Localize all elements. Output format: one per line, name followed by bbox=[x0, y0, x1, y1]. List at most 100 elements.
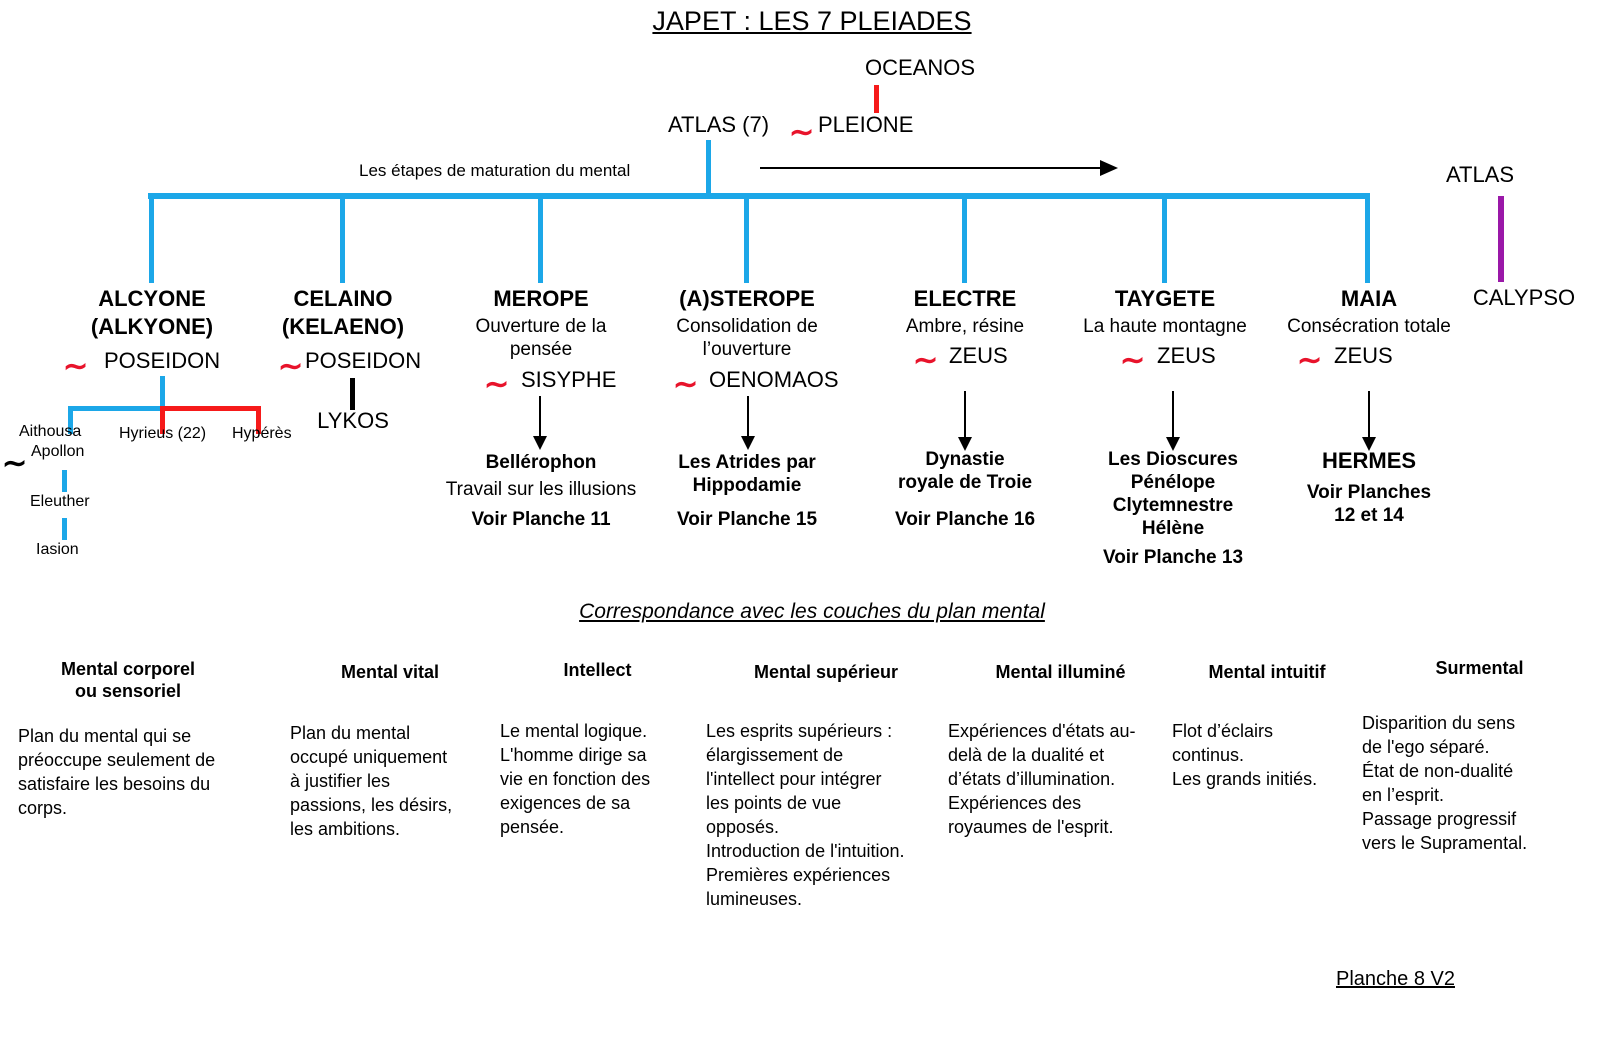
column-body: Flot d’éclairs continus. Les grands init… bbox=[1172, 721, 1318, 789]
node-atrides-line1: Les Atrides par bbox=[678, 452, 816, 473]
column-body: Plan du mental occupé uniquement à justi… bbox=[290, 723, 453, 839]
node-maia-desc: Consécration totale bbox=[1287, 316, 1451, 337]
union-tilde-icon-celaino: ∼ bbox=[278, 350, 304, 383]
node-electre-desc: Ambre, résine bbox=[905, 316, 1025, 337]
arrow-electre-offspring-icon bbox=[958, 391, 972, 451]
union-tilde-icon-asterope: ∼ bbox=[673, 368, 699, 401]
node-taygete-consort: ZEUS bbox=[1157, 343, 1216, 368]
union-tilde-icon-merope: ∼ bbox=[484, 368, 510, 401]
column-mental-corporel: Mental corporel ou sensoriel Plan du men… bbox=[18, 658, 238, 820]
node-merope-name: MEROPE bbox=[493, 286, 589, 311]
node-eleuther: Eleuther bbox=[30, 493, 90, 510]
union-tilde-icon-alcyone: ∼ bbox=[63, 350, 89, 383]
column-title: Mental supérieur bbox=[753, 662, 899, 682]
column-body: Les esprits supérieurs : élargissement d… bbox=[706, 721, 905, 909]
node-helene: Hélène bbox=[1141, 518, 1205, 539]
connector-alcyone-children bbox=[160, 376, 165, 408]
node-asterope-desc: Consolidation de l’ouverture bbox=[676, 316, 818, 360]
footer-planche-label: Planche 8 V2 bbox=[1336, 968, 1455, 990]
arrow-maia-offspring-icon bbox=[1362, 391, 1376, 451]
node-lykos: LYKOS bbox=[317, 408, 389, 433]
node-celaino-consort: POSEIDON bbox=[305, 348, 422, 373]
maturation-label: Les étapes de maturation du mental bbox=[359, 161, 631, 180]
node-maia-offspring-note: Voir Planches 12 et 14 bbox=[1306, 482, 1432, 526]
node-alcyone-altname: (ALKYONE) bbox=[90, 314, 214, 339]
arrow-taygete-offspring-icon bbox=[1166, 391, 1180, 451]
column-body: Disparition du sens de l'ego séparé. Éta… bbox=[1362, 713, 1528, 853]
node-maia-name: MAIA bbox=[1340, 286, 1398, 311]
node-asterope-consort: OENOMAOS bbox=[709, 367, 839, 392]
connector-atlas-to-bus bbox=[706, 140, 711, 196]
arrow-merope-offspring-icon bbox=[533, 396, 547, 450]
node-apollon: Apollon bbox=[31, 443, 85, 460]
column-title: Mental corporel ou sensoriel bbox=[60, 659, 196, 701]
column-intellect: Intellect Le mental logique. L'homme dir… bbox=[500, 659, 695, 839]
column-title: Mental intuitif bbox=[1208, 662, 1326, 682]
connector-atlas-calypso bbox=[1498, 196, 1504, 282]
drop-aithousa bbox=[68, 406, 73, 434]
drop-merope bbox=[538, 193, 543, 283]
column-surmental: Surmental Disparition du sens de l'ego s… bbox=[1362, 657, 1597, 855]
node-atlas-right: ATLAS bbox=[1445, 162, 1515, 187]
node-merope-consort: SISYPHE bbox=[521, 367, 617, 392]
sibling-bus-bar bbox=[148, 193, 1370, 199]
drop-celaino bbox=[340, 193, 345, 283]
node-taygete-name: TAYGETE bbox=[1114, 286, 1216, 311]
column-mental-illumine: Mental illuminé Expériences d'états au- … bbox=[948, 661, 1173, 839]
drop-alcyone bbox=[149, 193, 154, 283]
union-tilde-icon: ∼ bbox=[789, 116, 815, 149]
node-pleione: PLEIONE bbox=[818, 112, 914, 137]
node-electre-consort: ZEUS bbox=[949, 343, 1008, 368]
node-taygete-planche: Voir Planche 13 bbox=[1102, 547, 1244, 568]
node-alcyone-consort: POSEIDON bbox=[104, 348, 221, 373]
column-title: Mental vital bbox=[340, 662, 440, 682]
column-title: Mental illuminé bbox=[995, 662, 1126, 682]
node-merope-desc: Ouverture de la pensée bbox=[475, 316, 607, 360]
node-aithousa: Aithousa bbox=[19, 423, 82, 440]
node-asterope-planche: Voir Planche 15 bbox=[676, 509, 818, 530]
node-celaino-name: CELAINO bbox=[293, 286, 393, 311]
node-dioscures: Les Dioscures bbox=[1108, 449, 1238, 470]
node-hyrieus: Hyrieus (22) bbox=[119, 425, 207, 442]
column-body: Le mental logique. L'homme dirige sa vie… bbox=[500, 721, 651, 837]
union-tilde-icon-electre: ∼ bbox=[913, 344, 939, 377]
node-troie-line1: Dynastie bbox=[925, 449, 1005, 470]
column-title: Surmental bbox=[1435, 658, 1524, 678]
column-body: Expériences d'états au- delà de la duali… bbox=[948, 721, 1136, 837]
connector-celaino-lykos bbox=[350, 378, 355, 410]
node-calypso: CALYPSO bbox=[1472, 285, 1576, 310]
union-tilde-icon-maia: ∼ bbox=[1297, 344, 1323, 377]
node-bellerophon: Bellérophon bbox=[485, 452, 597, 473]
column-body: Plan du mental qui se préoccupe seulemen… bbox=[18, 726, 216, 818]
node-atlas-top: ATLAS (7) bbox=[668, 112, 770, 137]
node-celaino-altname: (KELAENO) bbox=[281, 314, 405, 339]
node-merope-offspring-note: Travail sur les illusions bbox=[445, 479, 637, 500]
drop-electre bbox=[962, 193, 967, 283]
connector-to-hyperes bbox=[162, 406, 261, 411]
column-title: Intellect bbox=[563, 660, 632, 680]
union-tilde-icon-apollon: ∼ bbox=[2, 447, 28, 480]
node-clytemnestre: Clytemnestre bbox=[1112, 495, 1234, 516]
column-mental-intuitif: Mental intuitif Flot d’éclairs continus.… bbox=[1172, 661, 1362, 791]
node-asterope-name: (A)STEROPE bbox=[679, 286, 815, 311]
node-oceanos: OCEANOS bbox=[864, 55, 976, 80]
drop-taygete bbox=[1162, 193, 1167, 283]
drop-hyperes-leg bbox=[256, 406, 261, 434]
drop-asterope bbox=[744, 193, 749, 283]
union-tilde-icon-taygete: ∼ bbox=[1120, 344, 1146, 377]
node-hermes: HERMES bbox=[1321, 448, 1417, 473]
connector-oceanos-pleione bbox=[874, 85, 879, 113]
drop-maia bbox=[1365, 193, 1370, 283]
connector-to-aithousa bbox=[68, 406, 163, 411]
column-mental-superieur: Mental supérieur Les esprits supérieurs … bbox=[706, 661, 946, 911]
node-taygete-desc: La haute montagne bbox=[1083, 316, 1247, 337]
arrow-asterope-offspring-icon bbox=[741, 396, 755, 450]
node-atrides-line2: Hippodamie bbox=[692, 475, 802, 496]
node-penelope: Pénélope bbox=[1130, 472, 1216, 493]
node-electre-planche: Voir Planche 16 bbox=[894, 509, 1036, 530]
node-electre-name: ELECTRE bbox=[913, 286, 1017, 311]
connector-eleuther-iasion bbox=[62, 518, 67, 540]
connector-apollon-eleuther bbox=[62, 470, 67, 492]
drop-hyrieus bbox=[160, 406, 165, 434]
